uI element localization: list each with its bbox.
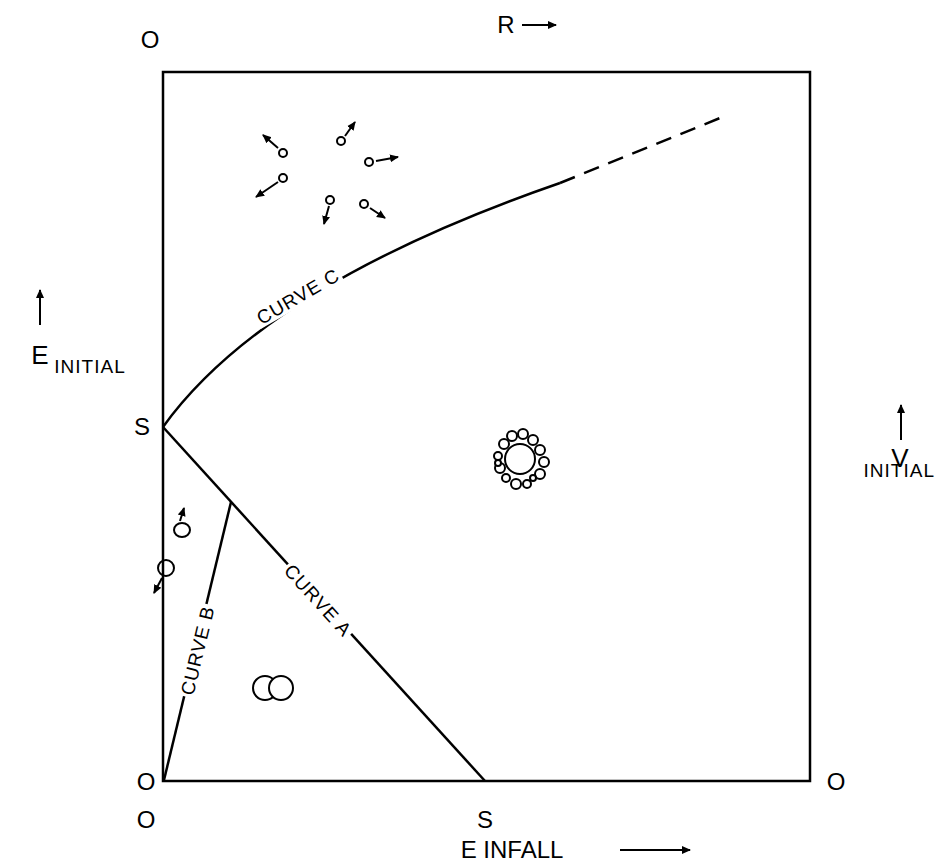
dispersed-fragments [256,122,398,224]
axis-label: R [497,13,514,37]
axis-subscript: INITIAL [864,461,935,480]
curve-a [163,427,485,781]
curve-label: CURVE B [178,602,219,699]
axis-value: O [137,808,156,832]
merged-bodies [253,676,293,700]
axis-arrow [620,849,690,851]
axis-arrow [900,405,902,440]
axis-label: E INFALL [461,838,564,862]
curve-label: CURVE A [279,559,356,641]
axis-value: O [137,770,156,794]
curve-c [163,183,560,427]
rubble-pile [494,429,549,489]
axis-value: O [827,770,846,794]
curve-label: CURVE C [252,264,345,329]
curve-c-dashed [560,118,720,183]
curve-b [164,502,231,780]
rebounding-bodies [154,508,190,593]
axis-label: E [31,342,48,368]
axis-subscript: INITIAL [54,357,125,376]
axis-value: S [477,808,493,832]
axis-arrow [522,24,556,26]
axis-value: S [134,415,150,439]
axis-value: O [141,28,160,52]
axis-arrow [39,290,41,325]
plot-frame [163,72,810,781]
